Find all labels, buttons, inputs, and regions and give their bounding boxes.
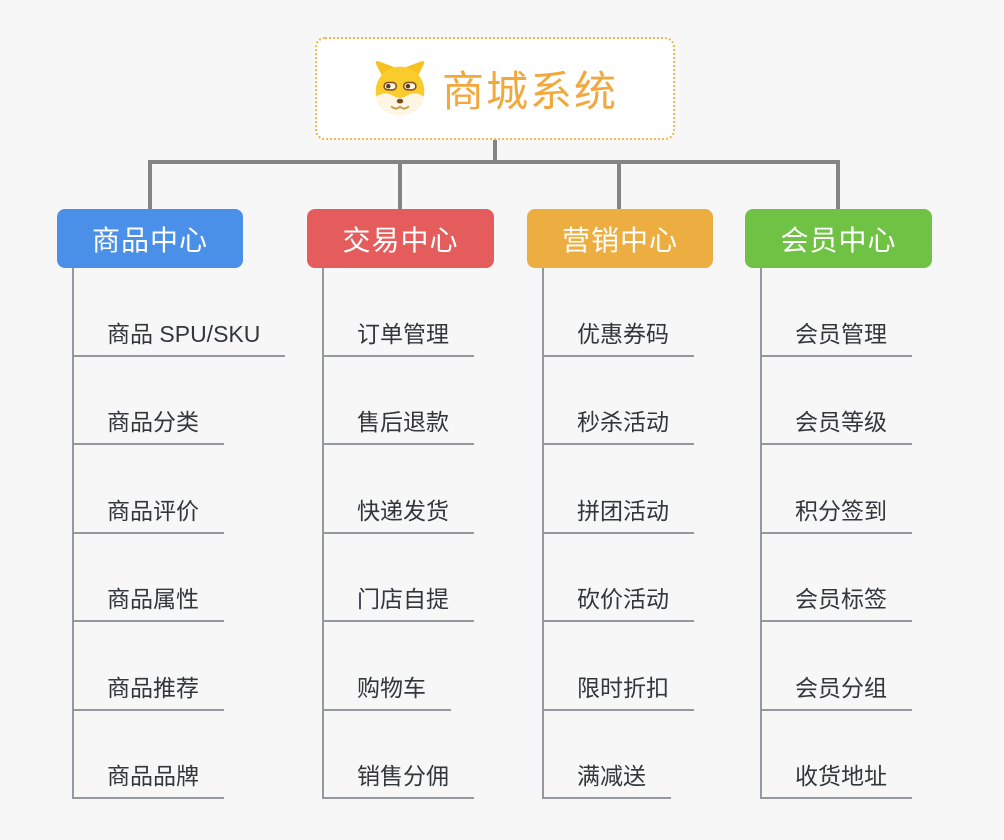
connector-drop-member <box>836 160 840 209</box>
branch-items-product: 商品 SPU/SKU 商品分类 商品评价 商品属性 商品推荐 商品品牌 <box>72 268 286 799</box>
mindmap-node[interactable]: 会员分组 <box>762 622 912 711</box>
mindmap-node[interactable]: 收货地址 <box>762 711 912 799</box>
mindmap-node[interactable]: 满减送 <box>544 711 671 799</box>
branch-items-member: 会员管理 会员等级 积分签到 会员标签 会员分组 收货地址 <box>760 268 912 799</box>
mindmap-node[interactable]: 售后退款 <box>324 357 474 445</box>
mindmap-node[interactable]: 会员等级 <box>762 357 912 445</box>
branch-header-member[interactable]: 会员中心 <box>745 209 932 268</box>
connector-root-stem <box>493 140 497 162</box>
mindmap-node[interactable]: 会员标签 <box>762 534 912 622</box>
mindmap-node[interactable]: 购物车 <box>324 622 451 711</box>
mindmap-node[interactable]: 积分签到 <box>762 445 912 534</box>
mindmap-node[interactable]: 订单管理 <box>324 268 474 357</box>
branch-items-marketing: 优惠券码 秒杀活动 拼团活动 砍价活动 限时折扣 满减送 <box>542 268 694 799</box>
mindmap-node[interactable]: 门店自提 <box>324 534 474 622</box>
mindmap-node[interactable]: 商品属性 <box>74 534 224 622</box>
mindmap-node[interactable]: 销售分佣 <box>324 711 474 799</box>
mindmap-node[interactable]: 商品推荐 <box>74 622 224 711</box>
connector-drop-marketing <box>617 160 621 209</box>
mindmap-node[interactable]: 拼团活动 <box>544 445 694 534</box>
mindmap-node[interactable]: 优惠券码 <box>544 268 694 357</box>
mindmap-node[interactable]: 砍价活动 <box>544 534 694 622</box>
branch-items-trade: 订单管理 售后退款 快递发货 门店自提 购物车 销售分佣 <box>322 268 474 799</box>
root-node[interactable]: 商城系统 <box>315 37 675 140</box>
branch-header-product[interactable]: 商品中心 <box>57 209 243 268</box>
mindmap-node[interactable]: 商品品牌 <box>74 711 224 799</box>
mindmap-node[interactable]: 商品评价 <box>74 445 224 534</box>
connector-drop-trade <box>398 160 402 209</box>
root-title: 商城系统 <box>441 68 618 115</box>
mindmap-node[interactable]: 限时折扣 <box>544 622 694 711</box>
mindmap-node[interactable]: 会员管理 <box>762 268 912 357</box>
branch-header-marketing[interactable]: 营销中心 <box>527 209 713 268</box>
connector-bus <box>148 160 840 164</box>
doge-icon <box>372 60 428 117</box>
connector-drop-product <box>148 160 152 209</box>
mindmap-node[interactable]: 商品 SPU/SKU <box>74 268 286 357</box>
branch-header-trade[interactable]: 交易中心 <box>307 209 494 268</box>
mindmap-node[interactable]: 快递发货 <box>324 445 474 534</box>
mindmap-node[interactable]: 秒杀活动 <box>544 357 694 445</box>
mindmap-node[interactable]: 商品分类 <box>74 357 224 445</box>
